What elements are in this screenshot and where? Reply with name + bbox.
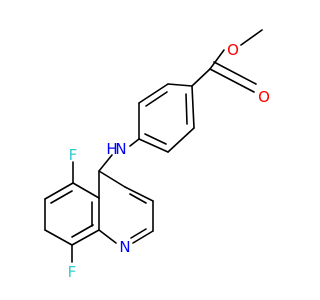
atom-f-8: F [68,263,77,281]
bond-benz-2 [167,127,195,153]
bond-benz-6 [167,83,193,87]
atom-n-ring: N [119,238,130,256]
bond-benz-3 [138,138,169,153]
bond-q-double-b [130,228,147,239]
bond-carbonyl-c-o [209,68,255,93]
bond-carbonyl-c-o-double [213,61,257,85]
bond-o-carbonyl-c [209,49,225,70]
bond-b-double-a [50,190,73,204]
bond-nh-quinoline [98,154,113,172]
atom-o-carbonyl: O [258,88,270,106]
bond-q-5 [132,230,154,244]
atom-h-amine: H [106,140,117,158]
atom-o-ester: O [227,41,239,59]
bond-q-2 [98,170,126,188]
bond-carbonyl-ring [191,68,211,87]
bond-benz-1 [191,85,195,129]
bond-b-4 [44,229,73,246]
bond-benz-double-a [185,93,188,125]
bond-q-double-a [129,193,147,204]
atom-f-5: F [69,146,78,164]
bond-b-double-b [71,224,94,238]
bond-benz-double-b [144,133,167,145]
bond-b-2 [44,182,74,200]
bond-b-1 [72,182,100,199]
bond-q-6 [98,229,117,244]
atom-n-amine: N [115,140,126,158]
structure-diagram: O O N H F N F [44,29,270,281]
bond-q-3 [124,186,154,202]
bond-ring-nh [129,138,140,147]
bond-benz-double-c [145,91,168,107]
bond-b-5 [71,229,100,246]
bond-benz-5 [138,83,169,104]
bond-methyl-o [240,29,263,46]
